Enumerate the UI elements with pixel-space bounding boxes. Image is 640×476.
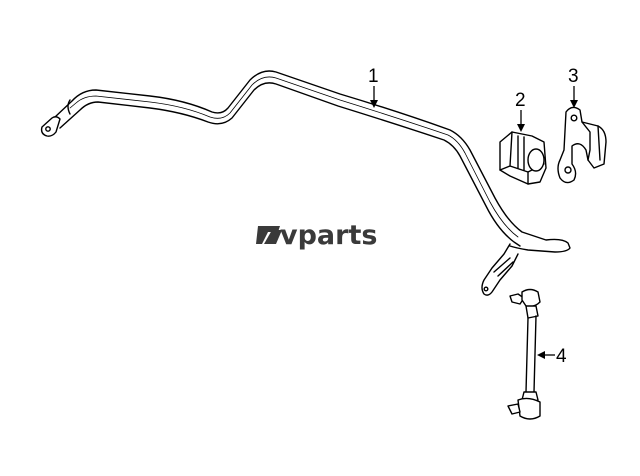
stabilizer-bar[interactable] bbox=[40, 70, 571, 296]
stabilizer-link[interactable] bbox=[507, 288, 541, 420]
bushing-bracket[interactable] bbox=[557, 106, 607, 184]
callout-1: 1 bbox=[368, 66, 379, 108]
lvparts-logo: vparts bbox=[256, 220, 377, 251]
lv-monogram-icon bbox=[256, 226, 282, 244]
callout-4: 4 bbox=[537, 346, 567, 367]
bushing[interactable] bbox=[499, 131, 547, 185]
callout-3: 3 bbox=[568, 66, 579, 108]
callout-number-2: 2 bbox=[515, 90, 526, 111]
logo-text: vparts bbox=[280, 220, 377, 251]
callout-number-1: 1 bbox=[368, 66, 379, 87]
callout-2: 2 bbox=[515, 90, 526, 132]
callout-number-3: 3 bbox=[568, 66, 579, 87]
callout-number-4: 4 bbox=[556, 346, 567, 367]
